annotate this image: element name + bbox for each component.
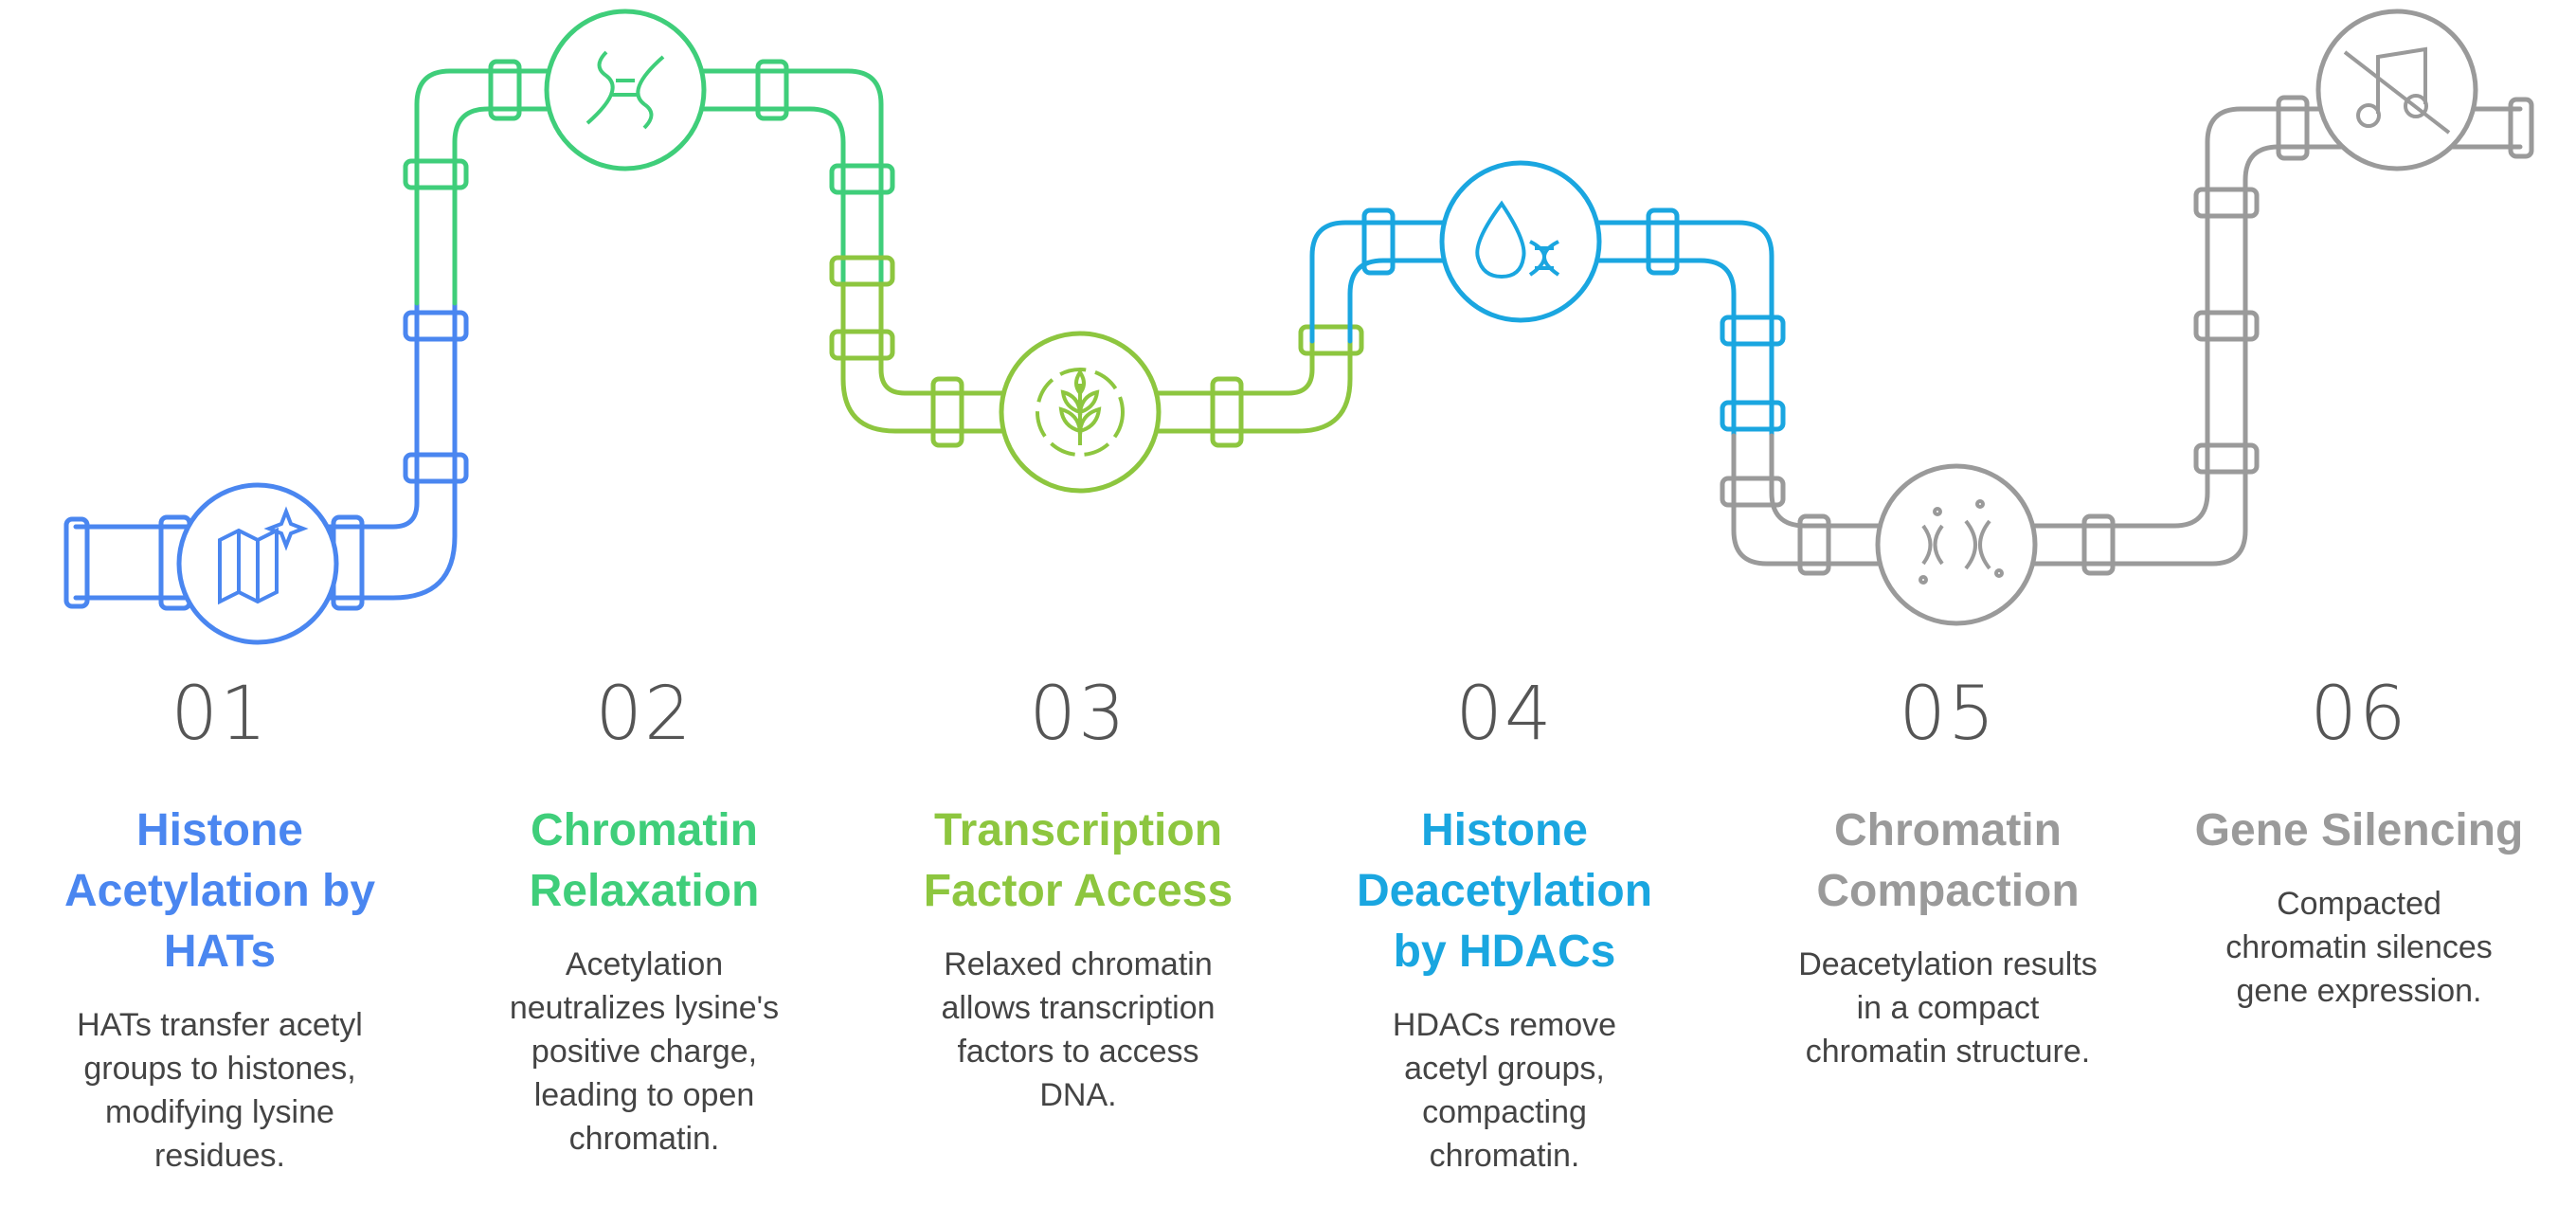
step-6: 06 Gene Silencing Compacted chromatin si… (2160, 677, 2558, 1013)
step-title: Histone Acetylation by HATs (21, 801, 419, 982)
desc-line: Compacted (2277, 886, 2441, 922)
desc-line: positive charge, (531, 1034, 758, 1070)
desc-line: DNA. (1039, 1077, 1117, 1113)
step-description: Deacetylation results in a compact chrom… (1749, 943, 2147, 1073)
desc-line: leading to open (533, 1077, 755, 1113)
step-number: 06 (2310, 672, 2408, 757)
map-sparkle-icon (176, 482, 339, 645)
title-line: HATs (163, 927, 277, 977)
desc-line: compacting (1422, 1094, 1587, 1130)
desc-line: gene expression. (2236, 973, 2482, 1009)
desc-line: Acetylation (565, 946, 724, 982)
pipe-segment-gray (1720, 95, 2534, 576)
desc-line: HATs transfer acetyl (77, 1007, 363, 1043)
step-description: HDACs remove acetyl groups, compacting c… (1306, 1003, 1703, 1178)
title-line: Relaxation (529, 866, 760, 916)
desc-line: chromatin silences (2225, 929, 2493, 965)
desc-line: chromatin. (1429, 1138, 1580, 1174)
title-line: Chromatin (531, 805, 758, 855)
title-line: Chromatin (1834, 805, 2062, 855)
title-line: by HDACs (1393, 927, 1616, 977)
desc-line: residues. (154, 1138, 285, 1174)
step-description: HATs transfer acetyl groups to histones,… (21, 1003, 419, 1178)
desc-line: allows transcription (941, 990, 1216, 1026)
title-line: Deacetylation (1356, 866, 1653, 916)
desc-line: factors to access (957, 1034, 1199, 1070)
title-line: Acetylation by (63, 866, 376, 916)
desc-line: Relaxed chromatin (944, 946, 1213, 982)
title-line: Compaction (1816, 866, 2080, 916)
title-line: Gene Silencing (2194, 805, 2524, 855)
pipeline-diagram (63, 9, 2534, 645)
step-4: 04 Histone Deacetylation by HDACs HDACs … (1306, 677, 1703, 1178)
step-title: Transcription Factor Access (879, 801, 1277, 922)
chromosome-icon (1875, 463, 2038, 626)
title-line: Transcription (933, 805, 1223, 855)
step-2: 02 Chromatin Relaxation Acetylation neut… (445, 677, 843, 1161)
step-title: Histone Deacetylation by HDACs (1306, 801, 1703, 982)
step-number: 01 (171, 672, 269, 757)
step-1: 01 Histone Acetylation by HATs HATs tran… (21, 677, 419, 1178)
step-description: Compacted chromatin silences gene expres… (2160, 882, 2558, 1013)
step-description: Acetylation neutralizes lysine's positiv… (445, 943, 843, 1161)
pipe-segment-blue (63, 300, 469, 611)
desc-line: chromatin structure. (1805, 1034, 2091, 1070)
step-title: Gene Silencing (2160, 801, 2558, 861)
step-5: 05 Chromatin Compaction Deacetylation re… (1749, 677, 2147, 1073)
desc-line: groups to histones, (83, 1051, 356, 1087)
desc-line: HDACs remove (1392, 1007, 1617, 1043)
desc-line: acetyl groups, (1404, 1051, 1605, 1087)
desc-line: modifying lysine (105, 1094, 334, 1130)
step-3: 03 Transcription Factor Access Relaxed c… (879, 677, 1277, 1117)
step-title: Chromatin Relaxation (445, 801, 843, 922)
desc-line: Deacetylation results (1798, 946, 2098, 982)
title-line: Histone (1420, 805, 1588, 855)
music-off-icon (2315, 9, 2478, 171)
step-description: Relaxed chromatin allows transcription f… (879, 943, 1277, 1117)
drop-dna-icon (1439, 160, 1602, 323)
desc-line: in a compact (1856, 990, 2040, 1026)
step-number: 04 (1455, 672, 1554, 757)
title-line: Factor Access (923, 866, 1234, 916)
title-line: Histone (135, 805, 303, 855)
step-number: 05 (1899, 672, 1997, 757)
dna-icon (544, 9, 707, 171)
desc-line: chromatin. (568, 1121, 720, 1157)
desc-line: neutralizes lysine's (509, 990, 780, 1026)
step-title: Chromatin Compaction (1749, 801, 2147, 922)
wheat-icon (999, 331, 1162, 494)
step-number: 02 (595, 672, 694, 757)
step-number: 03 (1029, 672, 1127, 757)
